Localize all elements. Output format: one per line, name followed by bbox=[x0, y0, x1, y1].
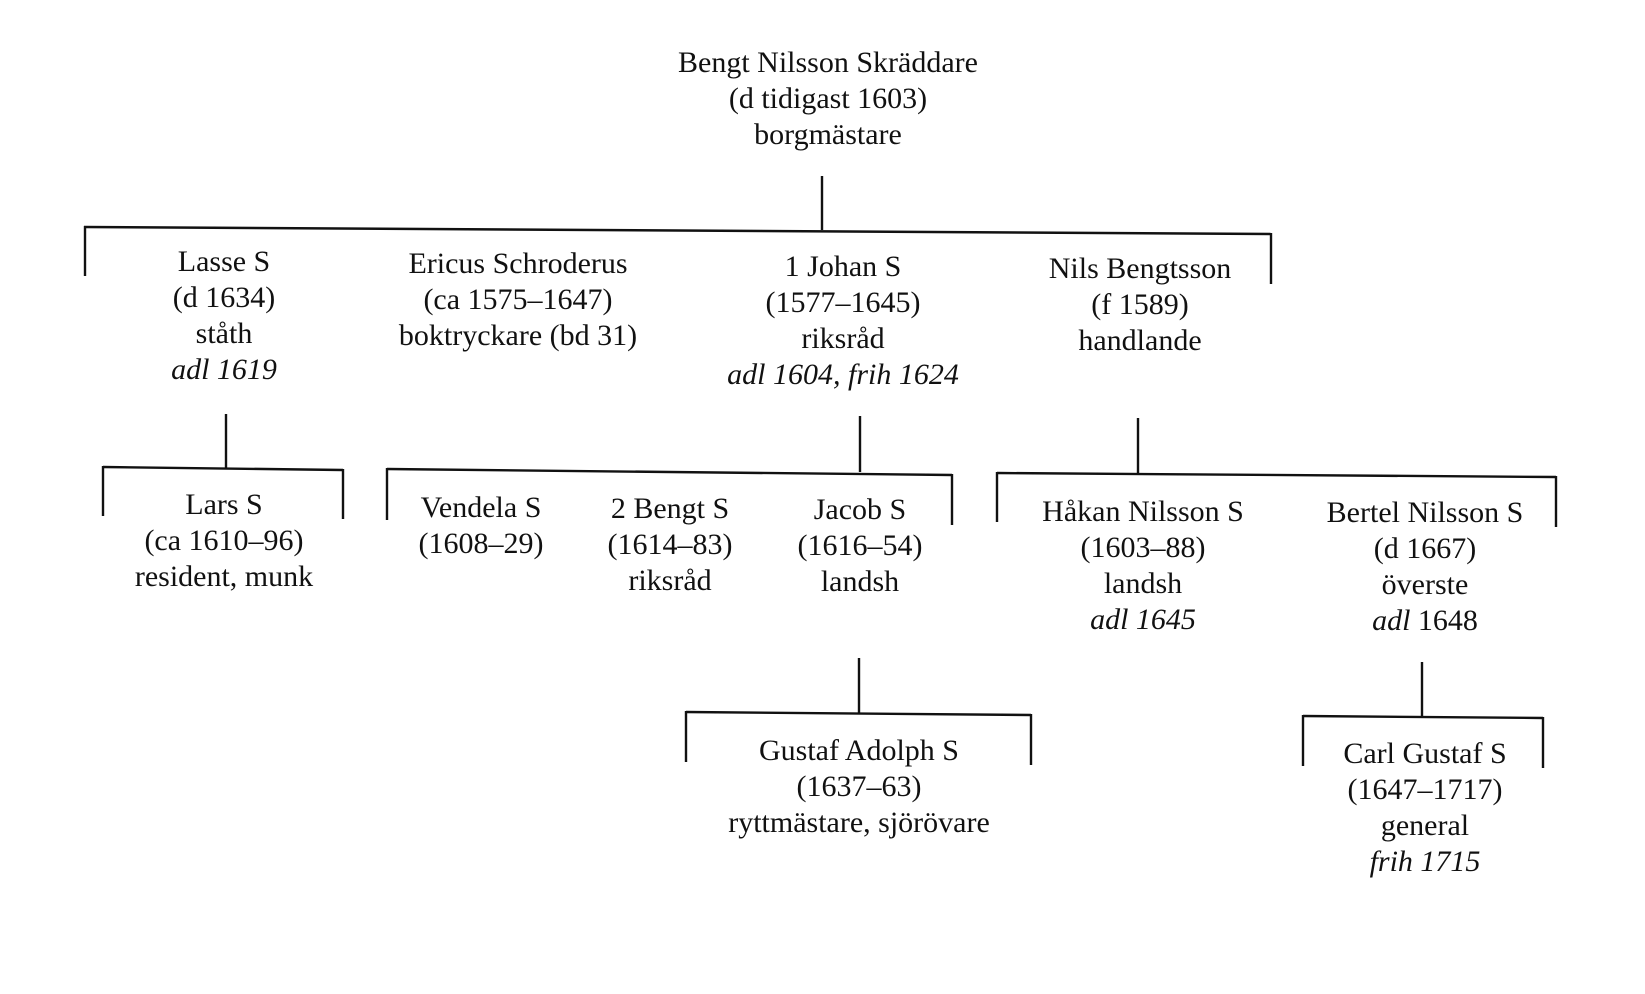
person-dates: (1647–1717) bbox=[1347, 773, 1503, 806]
person-name: Lars S bbox=[185, 488, 263, 521]
person-name: Bengt Nilsson Skräddare bbox=[678, 46, 978, 79]
person-lasse-s: Lasse S (d 1634) ståth adl 1619 bbox=[171, 244, 277, 388]
connector-gustaf-bar bbox=[685, 710, 1032, 717]
person-bengt-nilsson-skraddare: Bengt Nilsson Skräddare (d tidigast 1603… bbox=[678, 45, 978, 153]
person-honor: adl 1604, frih 1624 bbox=[727, 358, 959, 391]
person-name: Gustaf Adolph S bbox=[758, 734, 959, 767]
person-name: 1 Johan S bbox=[784, 250, 902, 283]
person-vendela-s: Vendela S (1608–29) bbox=[419, 490, 544, 562]
person-role: boktryckare (bd 31) bbox=[398, 319, 638, 352]
connector-gen2-bar bbox=[83, 225, 1273, 236]
person-dates: (d 1634) bbox=[172, 281, 276, 314]
person-dates: (1637–63) bbox=[796, 770, 922, 803]
person-name: Håkan Nilsson S bbox=[1042, 495, 1244, 528]
person-role: överste bbox=[1381, 568, 1469, 601]
person-name: Nils Bengtsson bbox=[1048, 252, 1232, 285]
person-role: resident, munk bbox=[134, 560, 314, 593]
person-dates: (1616–54) bbox=[797, 529, 923, 562]
person-dates: (1603–88) bbox=[1080, 531, 1206, 564]
person-bertel-nilsson-s: Bertel Nilsson S (d 1667) överste adl 16… bbox=[1327, 495, 1524, 639]
connector-johan-bar bbox=[386, 467, 953, 477]
connector-nils-bar bbox=[996, 471, 1557, 479]
person-name: Jacob S bbox=[813, 493, 907, 526]
person-role: ryttmästare, sjörövare bbox=[728, 806, 990, 839]
person-role: handlande bbox=[1078, 324, 1202, 357]
person-role: riksråd bbox=[801, 322, 885, 355]
person-bengt-s-2: 2 Bengt S (1614–83) riksråd bbox=[608, 491, 733, 599]
person-nils-bengtsson: Nils Bengtsson (f 1589) handlande bbox=[1049, 251, 1232, 359]
honor-italic-part: adl bbox=[1372, 604, 1411, 637]
person-name: Ericus Schroderus bbox=[408, 247, 628, 280]
person-dates: (1577–1645) bbox=[765, 286, 921, 319]
person-dates: (ca 1610–96) bbox=[144, 524, 304, 557]
person-role: borgmästare bbox=[754, 118, 902, 151]
person-gustaf-adolph-s: Gustaf Adolph S (1637–63) ryttmästare, s… bbox=[728, 733, 990, 841]
person-role: general bbox=[1380, 809, 1470, 842]
person-jacob-s: Jacob S (1616–54) landsh bbox=[798, 492, 923, 600]
person-role: riksråd bbox=[628, 564, 712, 597]
connector-lars-bar bbox=[102, 465, 344, 472]
person-dates: (d tidigast 1603) bbox=[728, 82, 928, 115]
person-ericus-schroderus: Ericus Schroderus (ca 1575–1647) boktryc… bbox=[399, 246, 637, 354]
person-name: Carl Gustaf S bbox=[1343, 737, 1507, 770]
person-honor: adl 1648 bbox=[1327, 603, 1524, 639]
person-honor: frih 1715 bbox=[1369, 845, 1481, 878]
person-dates: (f 1589) bbox=[1091, 288, 1189, 321]
person-johan-s: 1 Johan S (1577–1645) riksråd adl 1604, … bbox=[727, 249, 959, 393]
person-name: 2 Bengt S bbox=[610, 492, 730, 525]
person-lars-s: Lars S (ca 1610–96) resident, munk bbox=[135, 487, 313, 595]
person-dates: (1614–83) bbox=[607, 528, 733, 561]
person-name: Lasse S bbox=[177, 245, 271, 278]
person-dates: (ca 1575–1647) bbox=[423, 283, 613, 316]
person-honor: adl 1645 bbox=[1090, 603, 1196, 636]
person-name: Vendela S bbox=[420, 491, 542, 524]
person-name: Bertel Nilsson S bbox=[1326, 496, 1524, 529]
person-carl-gustaf-s: Carl Gustaf S (1647–1717) general frih 1… bbox=[1343, 736, 1506, 880]
connector-carl-bar bbox=[1302, 714, 1544, 720]
person-hakan-nilsson-s: Håkan Nilsson S (1603–88) landsh adl 164… bbox=[1042, 494, 1244, 638]
person-dates: (1608–29) bbox=[418, 527, 544, 560]
person-dates: (d 1667) bbox=[1373, 532, 1477, 565]
honor-plain-part: 1648 bbox=[1410, 604, 1478, 637]
person-honor: adl 1619 bbox=[171, 353, 277, 386]
person-role: landsh bbox=[820, 565, 900, 598]
person-role: landsh bbox=[1103, 567, 1183, 600]
person-role: ståth bbox=[195, 317, 253, 350]
